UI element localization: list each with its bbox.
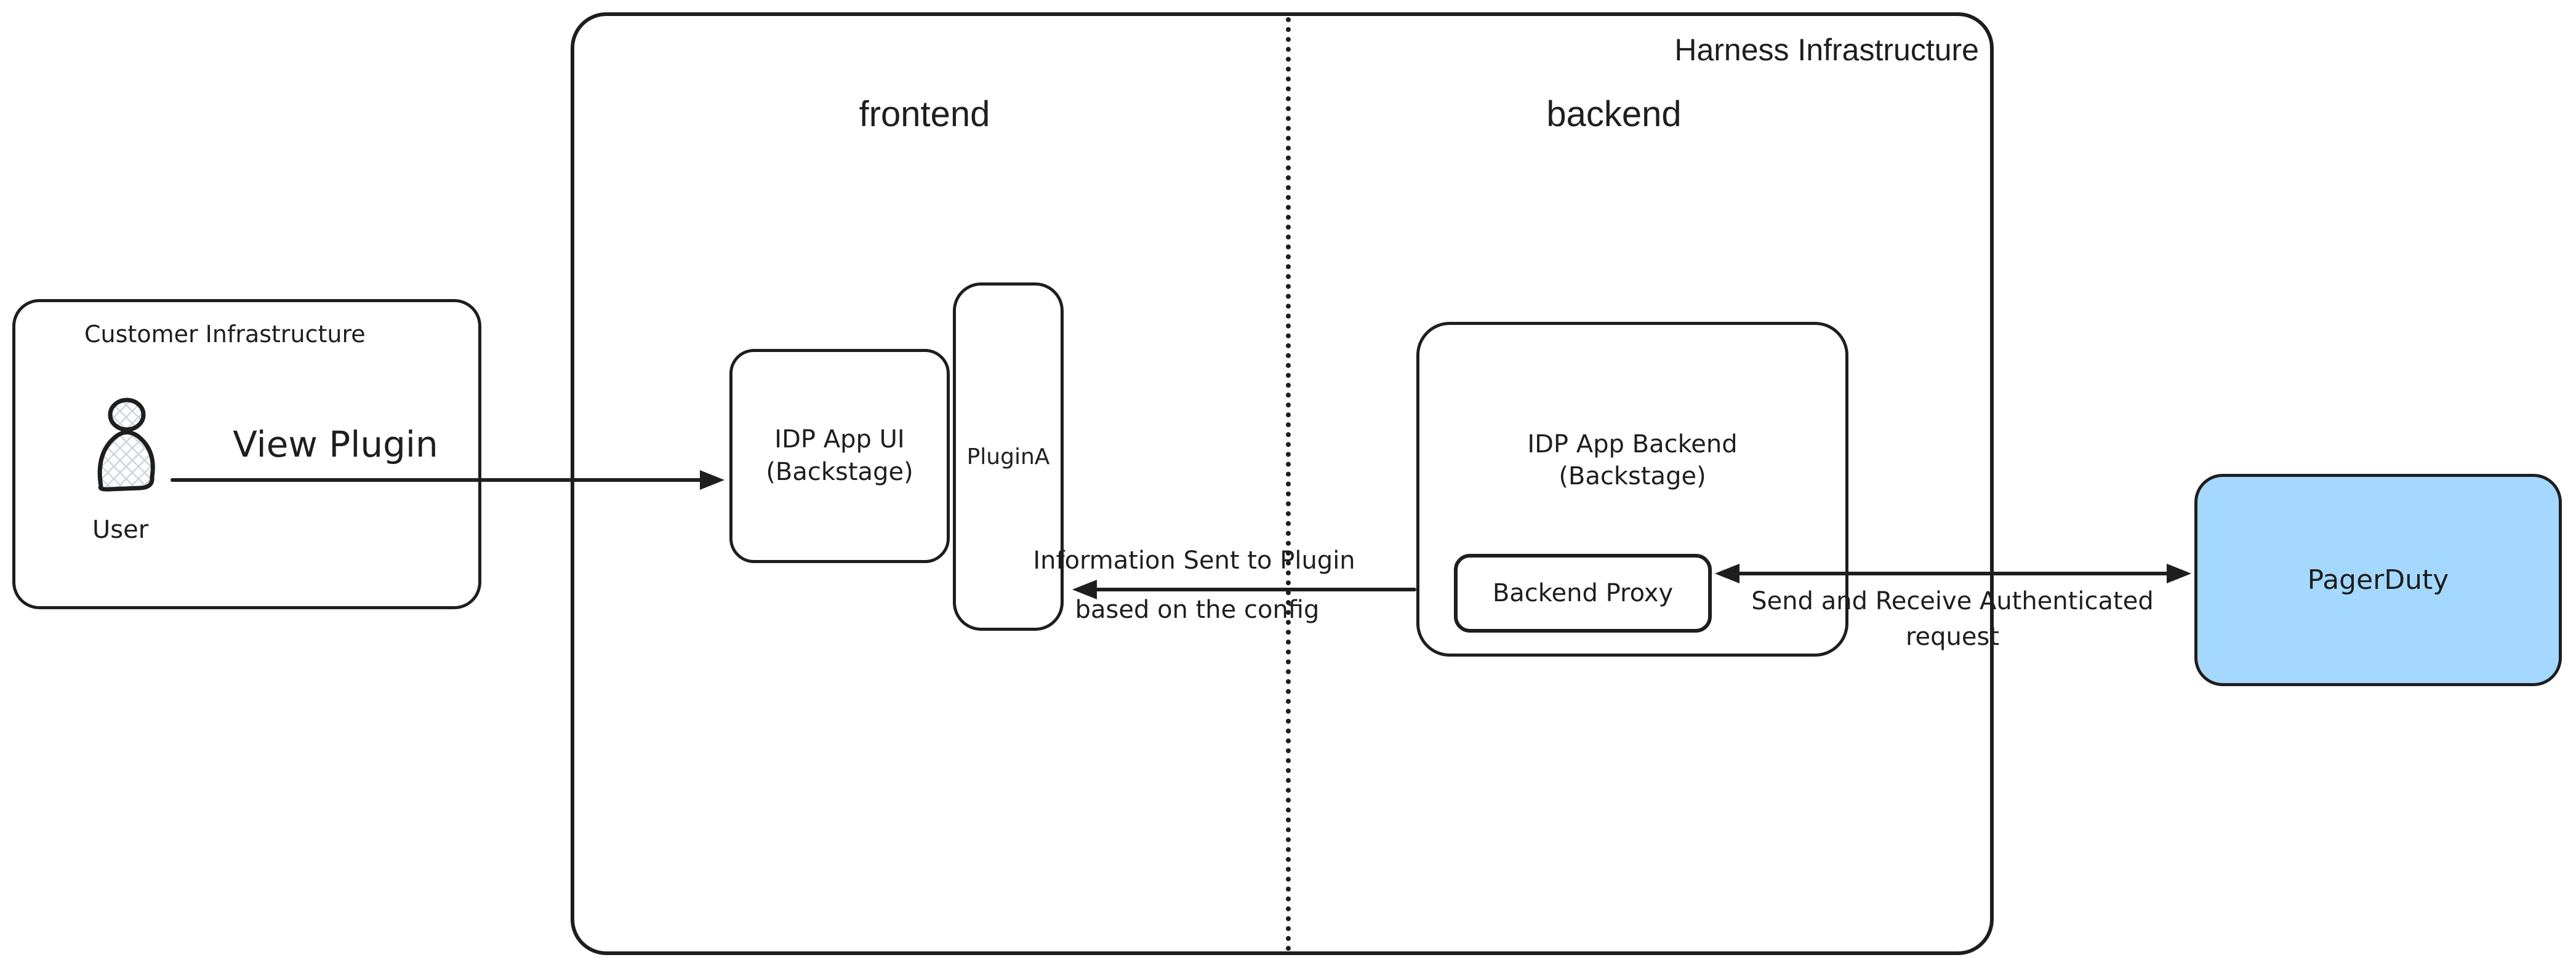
idp-app-ui-label-line2: (Backstage) — [766, 458, 913, 486]
idp-app-backend-label-line2: (Backstage) — [1559, 462, 1706, 490]
user-label: User — [92, 516, 149, 544]
auth-arrow-label-line1: Send and Receive Authenticated — [1751, 587, 2154, 615]
idp-app-ui-label: IDP App UI (Backstage) — [766, 423, 913, 489]
backend-section-label: backend — [1546, 94, 1682, 134]
idp-app-backend-label: IDP App Backend (Backstage) — [1527, 428, 1737, 492]
auth-arrowhead-right-icon — [2167, 564, 2191, 583]
backend-proxy-label: Backend Proxy — [1492, 579, 1674, 607]
frontend-backend-divider-line — [1286, 17, 1291, 951]
harness-infrastructure-box: Harness Infrastructure — [571, 12, 1994, 955]
customer-infrastructure-label: Customer Infrastructure — [84, 321, 366, 348]
view-plugin-arrow-line — [171, 478, 703, 482]
user-person-icon — [97, 398, 155, 492]
harness-infrastructure-label: Harness Infrastructure — [1674, 33, 1979, 67]
info-arrow-line — [1094, 588, 1416, 591]
customer-infrastructure-box: Customer Infrastructure — [12, 299, 481, 609]
plugin-a-label: PluginA — [966, 444, 1050, 470]
idp-app-ui-label-line1: IDP App UI — [774, 425, 905, 454]
view-plugin-arrow-label: View Plugin — [233, 423, 438, 465]
auth-arrow-label: Send and Receive Authenticated request — [1751, 583, 2153, 655]
info-arrow-label-line1: Information Sent to Plugin — [1033, 546, 1355, 575]
idp-app-ui-box: IDP App UI (Backstage) — [729, 349, 950, 563]
pagerduty-label: PagerDuty — [2307, 564, 2449, 596]
view-plugin-arrowhead-icon — [700, 470, 724, 490]
info-arrowhead-icon — [1072, 580, 1097, 599]
pagerduty-box: PagerDuty — [2194, 474, 2562, 686]
frontend-section-label: frontend — [859, 94, 990, 134]
idp-app-backend-label-line1: IDP App Backend — [1527, 430, 1738, 458]
auth-arrow-label-line2: request — [1905, 623, 2000, 651]
auth-arrow-line — [1737, 572, 2170, 575]
backend-proxy-box: Backend Proxy — [1454, 554, 1712, 633]
info-arrow-label-line2: based on the config — [1075, 596, 1320, 624]
auth-arrowhead-left-icon — [1715, 564, 1739, 583]
plugin-a-box: PluginA — [953, 282, 1064, 631]
